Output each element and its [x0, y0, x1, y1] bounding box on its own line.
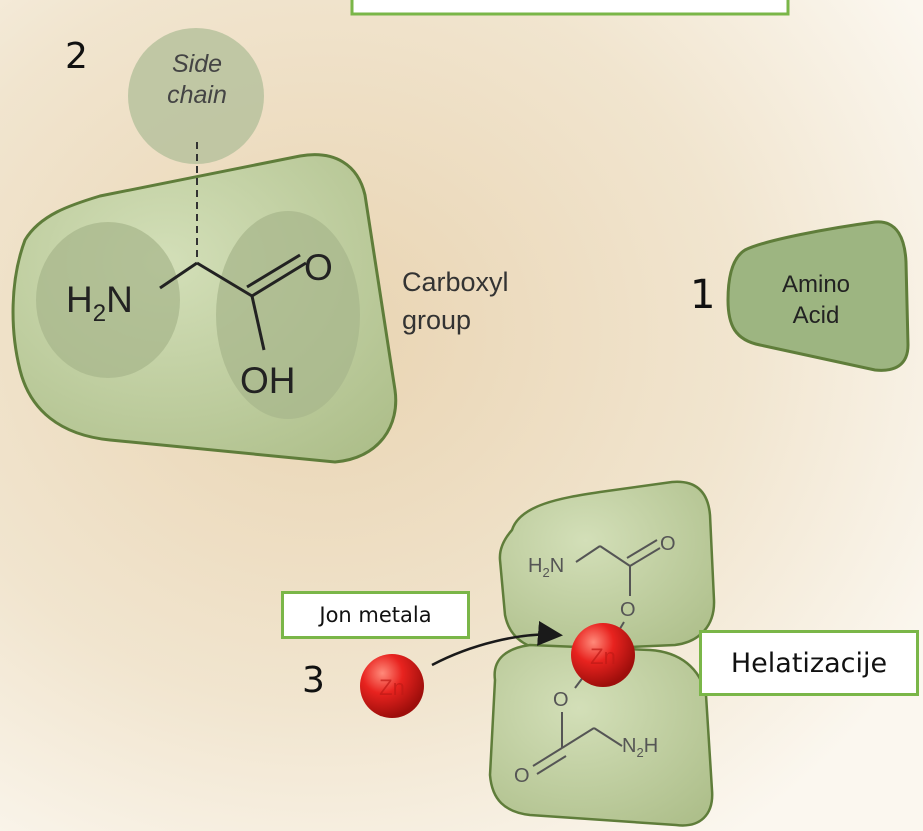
amino-acid-label-line2: Acid: [793, 302, 840, 329]
chelate-top-link-o: O: [620, 599, 636, 621]
hydroxyl-label: OH: [240, 360, 296, 401]
side-chain-label-line2: chain: [167, 81, 227, 109]
amino-acid-small-shape: [726, 220, 910, 372]
chelate-bottom-link-o: O: [553, 689, 569, 711]
chelate-top-bond-3b: [626, 539, 658, 559]
amino-acid-label-line1: Amino: [782, 271, 850, 298]
carbonyl-bond: [251, 261, 307, 298]
side-chain-label-line1: Side: [172, 50, 222, 78]
hydroxyl-bond: [250, 295, 266, 351]
amine-group-circle: [36, 222, 180, 378]
chelate-top-bond-3: [629, 547, 661, 567]
chelate-bottom-bond-4: [561, 727, 595, 749]
title-box: [350, 0, 790, 16]
zinc-free-symbol: Zn: [379, 675, 405, 700]
chelate-bottom-amine-label: N2H: [622, 735, 658, 760]
number-three: 3: [302, 660, 325, 701]
chelation-arrow: [431, 620, 563, 667]
carboxyl-group-circle: [216, 211, 360, 419]
carboxyl-label-line2: group: [402, 305, 471, 335]
chelate-top-shape: [498, 480, 716, 652]
amine-label: H2N: [66, 279, 133, 327]
zinc-free-sphere: [360, 654, 424, 718]
chelate-top-bond-1: [575, 545, 601, 563]
carbonyl-oxygen-label: O: [304, 247, 333, 288]
chelate-bottom-bond-5: [593, 727, 623, 747]
c-c-bond: [196, 261, 253, 298]
number-two: 2: [65, 36, 88, 77]
side-chain-circle: [128, 28, 264, 164]
chelate-top-amine-label: H2N: [528, 555, 564, 580]
zinc-chelated-sphere: [571, 623, 635, 687]
chelate-bottom-bond-3b: [536, 755, 567, 775]
metal-ion-label-box: Jon metala: [281, 591, 470, 639]
carboxyl-label-line1: Carboxyl: [402, 267, 509, 297]
chelate-bottom-carbonyl-o: O: [514, 765, 530, 787]
zinc-chelated-symbol: Zn: [590, 644, 616, 669]
number-one: 1: [690, 272, 716, 318]
chelation-label-box: Helatizacije: [699, 630, 919, 696]
chelate-bottom-bond-3: [532, 747, 563, 767]
chelate-top-bond-2: [599, 545, 631, 567]
chelate-bottom-shape: [488, 643, 714, 827]
n-c-bond: [159, 261, 198, 290]
carbonyl-bond-double: [246, 253, 301, 289]
chelate-top-carbonyl-o: O: [660, 533, 676, 555]
